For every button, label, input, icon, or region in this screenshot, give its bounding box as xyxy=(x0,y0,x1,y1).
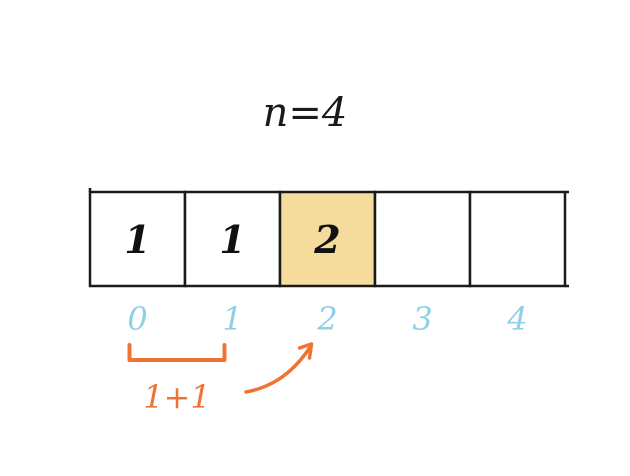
array-cell xyxy=(88,190,187,288)
array-cell xyxy=(373,190,472,288)
sum-bracket xyxy=(127,343,227,362)
array-cells: 1 1 2 xyxy=(88,188,569,288)
array-index: 0 xyxy=(127,300,147,338)
arrow-head-icon xyxy=(297,342,314,360)
array-index: 3 xyxy=(412,300,432,338)
array-index: 1 xyxy=(222,300,242,338)
array-cell xyxy=(183,190,282,288)
array-index: 4 xyxy=(506,300,527,338)
array-outline-stroke xyxy=(88,188,569,288)
sum-annotation: 1+1 xyxy=(127,342,314,416)
array-index: 2 xyxy=(316,300,337,338)
cell-value: 1 xyxy=(219,217,245,262)
array-cell xyxy=(468,190,567,288)
array-cell-highlighted xyxy=(278,190,377,288)
cell-value: 2 xyxy=(313,217,340,262)
arrow-icon xyxy=(244,346,312,394)
cell-value: 1 xyxy=(124,217,150,262)
sum-label: 1+1 xyxy=(143,378,211,416)
array-indices: 0 1 2 3 4 xyxy=(127,300,527,338)
diagram-title: n=4 xyxy=(263,90,348,136)
